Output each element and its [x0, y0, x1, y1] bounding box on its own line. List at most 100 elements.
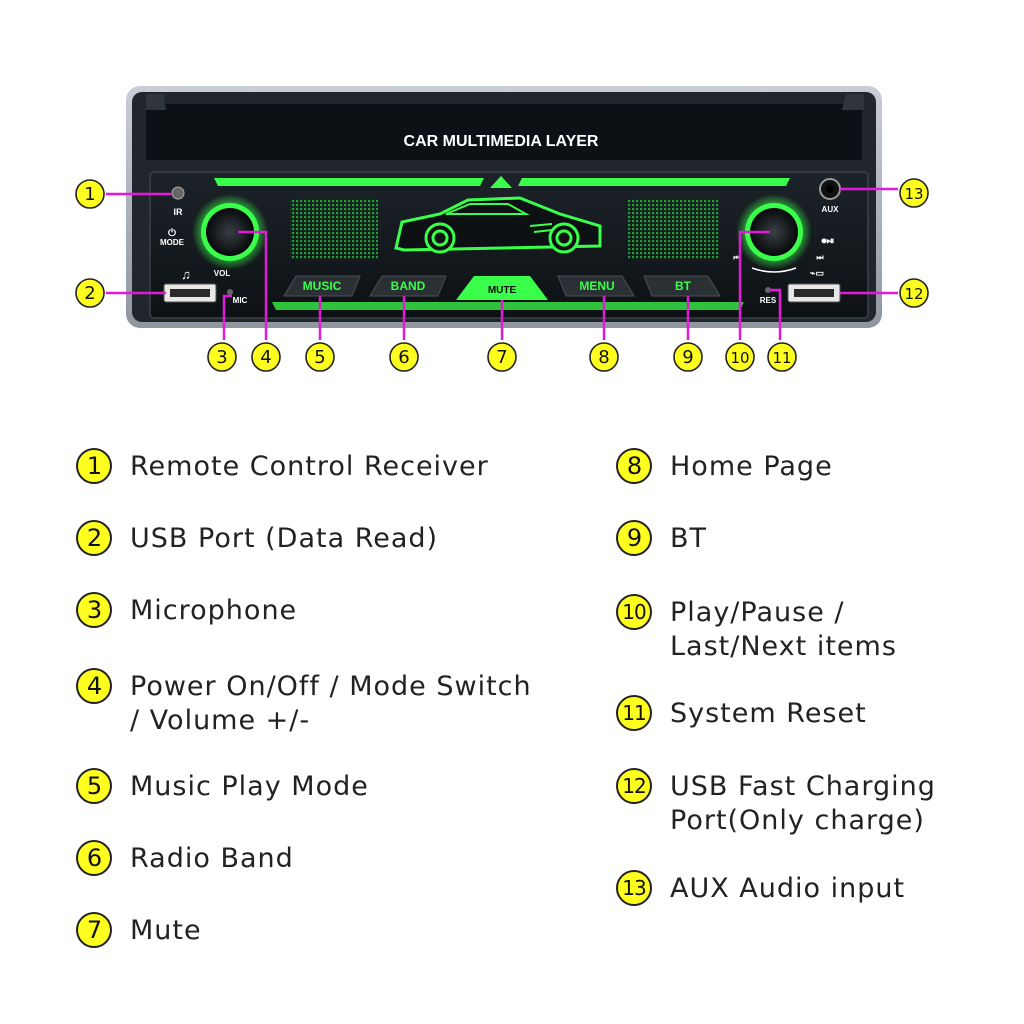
battery-icon: ⌁▭	[810, 268, 824, 278]
callout-1: 1	[75, 179, 105, 209]
ir-receiver	[171, 186, 185, 200]
legend-text: Home Page	[670, 451, 833, 482]
legend-text: AUX Audio input	[670, 873, 906, 904]
power-icon: ⏻	[168, 227, 176, 239]
legend-badge: 6	[76, 840, 112, 876]
music-note-icon: ♫	[181, 267, 191, 282]
legend-badge: 5	[76, 768, 112, 804]
legend-text: Radio Band	[130, 843, 294, 874]
legend-text: Play/Pause / Last/Next items	[670, 597, 897, 662]
legend-text: Remote Control Receiver	[130, 451, 489, 482]
prev-icon: ⏮	[733, 253, 740, 262]
bt-button[interactable]: BT	[643, 275, 721, 297]
music-button[interactable]: MUSIC	[283, 275, 361, 297]
vol-label: VOL	[214, 269, 231, 278]
callout-11: 11	[767, 342, 797, 372]
mic-hole	[227, 289, 233, 295]
legend-text: USB Fast Charging Port(Only charge)	[670, 771, 936, 836]
legend-item-5: 5 Music Play Mode	[76, 768, 369, 804]
callout-9: 9	[673, 342, 703, 372]
svg-text:1: 1	[84, 184, 95, 205]
legend-badge: 13	[616, 870, 652, 906]
legend-badge: 12	[616, 768, 652, 804]
play-pause-icon: ⏺⏯	[821, 236, 835, 247]
band-button-label: BAND	[391, 279, 426, 293]
reset-hole[interactable]	[765, 287, 771, 293]
equalizer-right	[628, 198, 720, 260]
legend-text: Power On/Off / Mode Switch / Volume +/-	[130, 671, 532, 736]
mute-button-label: MUTE	[488, 285, 517, 296]
volume-knob[interactable]	[192, 194, 268, 270]
svg-text:11: 11	[772, 349, 791, 367]
aux-label: AUX	[822, 205, 840, 214]
svg-text:4: 4	[260, 347, 271, 368]
usb-port-right[interactable]	[787, 283, 841, 303]
top-light-bar	[214, 176, 790, 188]
legend-badge: 1	[76, 448, 112, 484]
legend-badge: 4	[76, 668, 112, 704]
menu-button-label: MENU	[579, 279, 614, 293]
svg-text:5: 5	[314, 347, 325, 368]
legend-item-10: 10 Play/Pause / Last/Next items	[616, 594, 897, 664]
svg-text:13: 13	[904, 185, 923, 203]
legend-item-6: 6 Radio Band	[76, 840, 294, 876]
aux-jack[interactable]	[819, 178, 841, 200]
res-label: RES	[760, 296, 777, 305]
legend-text: Music Play Mode	[130, 771, 369, 802]
legend-item-4: 4 Power On/Off / Mode Switch / Volume +/…	[76, 668, 532, 738]
callout-7: 7	[487, 342, 517, 372]
legend-text: Microphone	[130, 595, 298, 626]
legend-text: System Reset	[670, 698, 867, 729]
up-arrow-icon	[490, 176, 512, 188]
legend-item-9: 9 BT	[616, 520, 708, 556]
callout-12: 12	[899, 278, 929, 308]
next-icon: ⏭	[816, 253, 824, 262]
ir-label: IR	[174, 207, 184, 217]
legend-badge: 2	[76, 520, 112, 556]
svg-text:6: 6	[398, 347, 409, 368]
legend-badge: 10	[616, 594, 652, 630]
legend-text: BT	[670, 523, 708, 554]
bottom-light-bar	[272, 302, 744, 310]
svg-text:12: 12	[904, 285, 923, 303]
callout-3: 3	[207, 342, 237, 372]
device-title: CAR MULTIMEDIA LAYER	[404, 133, 599, 150]
legend-item-2: 2 USB Port (Data Read)	[76, 520, 439, 556]
menu-button[interactable]: MENU	[557, 275, 635, 297]
callout-13: 13	[899, 178, 929, 208]
mode-label: MODE	[160, 238, 185, 247]
svg-text:10: 10	[730, 349, 749, 367]
car-stereo-panel: CAR MULTIMEDIA LAYER IR ⏻ MODE VOL ♫	[75, 86, 929, 372]
legend-badge: 3	[76, 592, 112, 628]
callout-10: 10	[725, 342, 755, 372]
legend-item-3: 3 Microphone	[76, 592, 298, 628]
legend-text: USB Port (Data Read)	[130, 523, 439, 554]
legend-badge: 8	[616, 448, 652, 484]
mute-button[interactable]: MUTE	[456, 276, 548, 300]
band-button[interactable]: BAND	[369, 275, 447, 297]
callout-badges: 1 2 3 4 5 6 7 8 9 10 11 12 13	[75, 178, 929, 372]
callout-6: 6	[389, 342, 419, 372]
car-logo-icon	[394, 196, 602, 254]
callout-5: 5	[305, 342, 335, 372]
callout-lines	[106, 187, 898, 340]
svg-text:9: 9	[682, 347, 693, 368]
callout-8: 8	[589, 342, 619, 372]
callout-4: 4	[251, 342, 281, 372]
legend-badge: 11	[616, 695, 652, 731]
svg-text:8: 8	[598, 347, 609, 368]
legend-item-12: 12 USB Fast Charging Port(Only charge)	[616, 768, 936, 838]
mic-label: MIC	[233, 296, 248, 305]
legend-item-7: 7 Mute	[76, 912, 202, 948]
play-pause-knob[interactable]	[736, 194, 812, 273]
legend-item-13: 13 AUX Audio input	[616, 870, 906, 906]
svg-text:3: 3	[216, 347, 227, 368]
svg-text:2: 2	[84, 283, 95, 304]
svg-text:7: 7	[496, 347, 507, 368]
usb-port-left[interactable]	[163, 283, 217, 303]
equalizer-left	[290, 198, 378, 260]
legend-item-11: 11 System Reset	[616, 695, 867, 731]
legend-badge: 9	[616, 520, 652, 556]
callout-2: 2	[75, 278, 105, 308]
music-button-label: MUSIC	[303, 279, 342, 293]
